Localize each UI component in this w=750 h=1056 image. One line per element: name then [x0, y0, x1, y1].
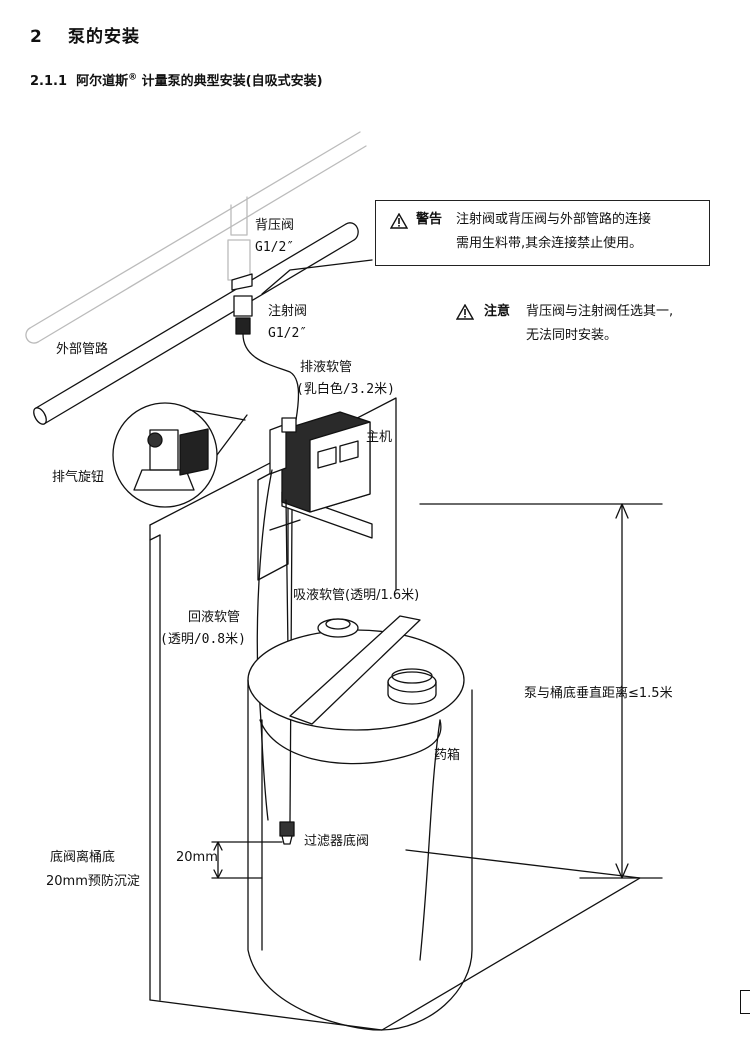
vertical-dimension — [419, 503, 663, 879]
back-wall — [149, 397, 641, 1031]
warning-triangle-icon — [390, 213, 408, 229]
label-suction-hose: 吸液软管(透明/1.6米) — [293, 588, 420, 603]
subsection-number: 2.1.1 — [30, 74, 68, 89]
warning-leader — [261, 259, 373, 295]
caution-line-1: 背压阀与注射阀任选其一, — [526, 304, 674, 319]
label-return-hose: 回液软管 — [188, 610, 241, 625]
warning-box: 警告 注射阀或背压阀与外部管路的连接 需用生料带,其余连接禁止使用。 — [375, 200, 710, 266]
label-back-pressure-valve: 背压阀 — [255, 218, 295, 233]
label-tank: 药箱 — [434, 748, 461, 763]
label-discharge-hose-spec: (乳白色/3.2米) — [296, 382, 395, 397]
warning-line-1: 注射阀或背压阀与外部管路的连接 — [456, 212, 652, 227]
registered-mark: ® — [128, 72, 138, 83]
label-main-unit: 主机 — [366, 430, 393, 445]
label-back-pressure-size: G1/2″ — [255, 240, 295, 255]
section-number: 2 — [30, 27, 43, 47]
section-heading: 2 泵的安装 — [30, 22, 140, 47]
section-title: 泵的安装 — [68, 27, 140, 47]
warning-label: 警告 — [416, 212, 443, 227]
subsection-heading: 2.1.1 阿尔道斯® 计量泵的典型安装(自吸式安装) — [30, 70, 323, 89]
warning-line-2: 需用生料带,其余连接禁止使用。 — [456, 236, 643, 251]
subsection-text-before: 阿尔道斯 — [76, 74, 129, 89]
ghost-pipe — [25, 131, 367, 344]
label-vertical-distance: 泵与桶底垂直距离≤1.5米 — [524, 686, 673, 701]
tank — [247, 615, 473, 1031]
label-foot-note-1: 底阀离桶底 — [50, 850, 116, 865]
caution-label: 注意 — [484, 304, 511, 319]
label-vent-knob: 排气旋钮 — [52, 470, 105, 485]
label-foot-note-2: 20mm预防沉淀 — [46, 874, 140, 889]
label-injection-size: G1/2″ — [268, 326, 308, 341]
label-external-pipe: 外部管路 — [56, 342, 109, 357]
caution-triangle-icon — [456, 304, 474, 320]
vent-knob-zoom — [112, 402, 248, 508]
label-discharge-hose: 排液软管 — [300, 360, 353, 375]
label-return-hose-spec: (透明/0.8米) — [160, 632, 246, 647]
label-injection-valve: 注射阀 — [268, 304, 308, 319]
caution-line-2: 无法同时安装。 — [526, 328, 618, 343]
pump-body — [269, 411, 371, 513]
gap-dimension — [211, 841, 283, 879]
subsection-text-after: 计量泵的典型安装(自吸式安装) — [141, 74, 323, 89]
label-gap: 20mm — [176, 850, 218, 865]
external-pipe — [33, 222, 359, 425]
page-corner-mark — [740, 990, 750, 1014]
injection-valve — [231, 273, 300, 421]
label-foot-valve: 过滤器底阀 — [304, 834, 370, 849]
